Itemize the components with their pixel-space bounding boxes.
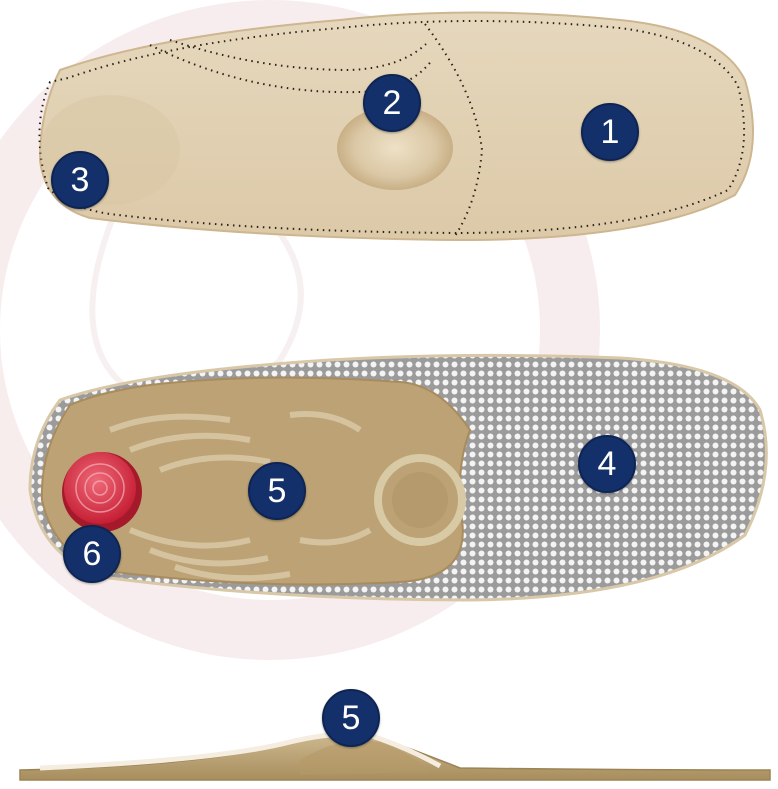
callout-2-badge: 2	[363, 74, 421, 132]
callout-6-badge: 6	[63, 525, 121, 583]
insole-side-view	[20, 734, 770, 780]
callout-4-badge: 4	[578, 435, 636, 493]
heel-cushion-shape	[62, 452, 142, 532]
callout-5-badge: 5	[248, 462, 306, 520]
insole-bottom-view	[30, 355, 766, 600]
callout-5-side-badge: 5	[322, 689, 380, 747]
callout-3-badge: 3	[51, 151, 109, 209]
callout-1-badge: 1	[581, 103, 639, 161]
